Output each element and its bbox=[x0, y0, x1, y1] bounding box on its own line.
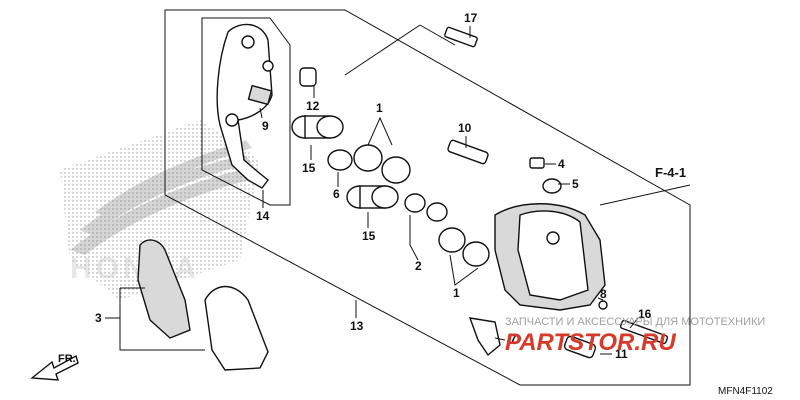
dotted-shading bbox=[60, 120, 260, 300]
caliper-bracket bbox=[216, 23, 274, 189]
leader-lines bbox=[105, 26, 691, 355]
caliper-body bbox=[494, 203, 606, 311]
callout-17: 17 bbox=[464, 11, 478, 25]
brake-pads bbox=[137, 239, 269, 371]
assembly-outlines bbox=[164, 9, 691, 386]
watermark-site: PARTSTOR.RU bbox=[505, 329, 676, 356]
callout-7: 7 bbox=[510, 332, 517, 346]
callout-4: 4 bbox=[558, 157, 565, 171]
callout-16: 16 bbox=[638, 307, 652, 321]
pad-spring bbox=[468, 317, 501, 357]
callout-2: 2 bbox=[415, 259, 422, 273]
diagram-code: MFN4F1102 bbox=[718, 386, 773, 397]
callout-1-top: 1 bbox=[376, 101, 383, 115]
watermark-text: ЗАПЧАСТИ И АКСЕССУАРЫ ДЛЯ МОТОТЕХНИКИ bbox=[505, 316, 765, 328]
callout-11: 11 bbox=[615, 347, 628, 361]
callout-6: 6 bbox=[333, 187, 340, 201]
callout-12: 12 bbox=[306, 99, 320, 113]
callout-1-bottom: 1 bbox=[453, 286, 460, 300]
front-arrow-icon bbox=[30, 354, 79, 381]
callout-8: 8 bbox=[600, 287, 607, 301]
direction-arrow: FR. bbox=[30, 353, 79, 381]
callout-14: 14 bbox=[256, 209, 270, 223]
pistons-group bbox=[291, 67, 490, 267]
pins-and-bolts bbox=[444, 26, 669, 359]
callout-15-bottom: 15 bbox=[362, 229, 376, 243]
callout-13: 13 bbox=[350, 319, 364, 333]
callout-9: 9 bbox=[262, 119, 269, 133]
callout-3: 3 bbox=[95, 311, 102, 325]
callout-5: 5 bbox=[572, 177, 579, 191]
direction-label: FR. bbox=[58, 353, 76, 365]
callout-10: 10 bbox=[458, 121, 472, 135]
callout-numbers: 17 12 9 1 10 4 5 15 6 15 14 2 1 3 13 8 1… bbox=[95, 11, 652, 361]
watermark-brand: HONDA bbox=[70, 252, 200, 285]
section-reference: F-4-1 bbox=[655, 165, 686, 180]
callout-15-top: 15 bbox=[302, 161, 316, 175]
